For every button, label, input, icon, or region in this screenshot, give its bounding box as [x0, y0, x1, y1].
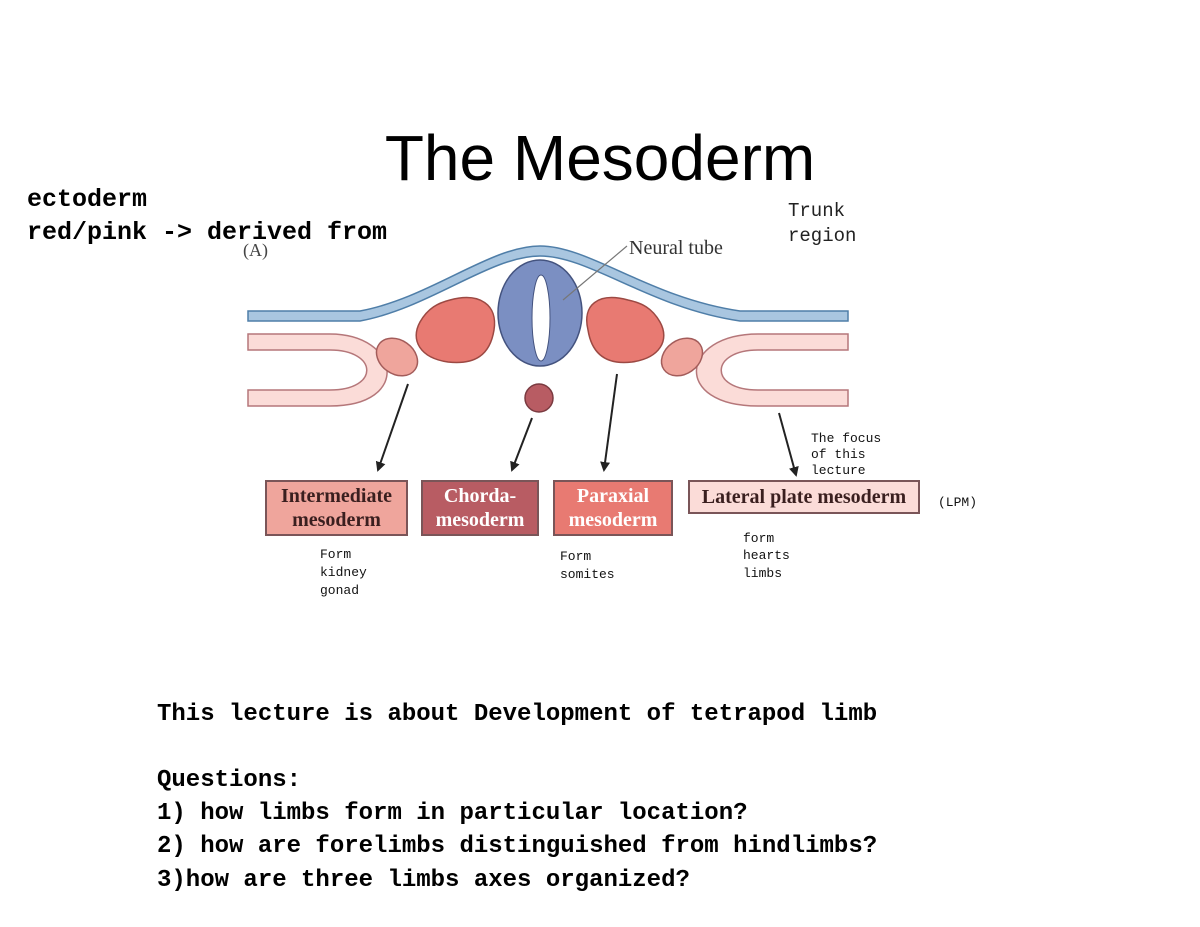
intermediate-box-line1: Intermediate	[280, 485, 393, 507]
paraxial-mesoderm-box: Paraxial mesoderm	[553, 480, 673, 536]
intermediate-form-line2: kidney	[320, 565, 367, 580]
lateral-form-line3: limbs	[743, 566, 783, 581]
intermediate-form-line1: Form	[320, 547, 352, 562]
note-ectoderm: ectoderm	[27, 185, 148, 214]
lateral-box-line1: Lateral plate mesoderm	[701, 486, 907, 508]
lateral-plate-right	[695, 333, 849, 407]
intermediate-mesoderm-left	[375, 337, 419, 377]
neural-tube-lumen	[531, 274, 551, 362]
trunk-note-line1: Trunk	[788, 200, 846, 222]
lpm-note: (LPM)	[938, 495, 978, 510]
focus-note-line1: The focus	[811, 431, 882, 446]
focus-note-line2: of this	[811, 447, 866, 462]
questions-heading: Questions:	[157, 767, 302, 794]
lateral-plate-left	[247, 333, 388, 407]
intermediate-mesoderm-box: Intermediate mesoderm	[265, 480, 408, 536]
paraxial-form-line2: somites	[560, 567, 615, 582]
ectoderm-layer	[247, 245, 849, 322]
intermediate-form-line3: gonad	[320, 583, 360, 598]
arrow-to-lateral	[778, 412, 799, 477]
paraxial-mesoderm-left	[415, 296, 496, 364]
trunk-note-line2: region	[788, 225, 857, 247]
notochord	[524, 383, 554, 413]
arrow-to-paraxial	[600, 373, 618, 472]
lateral-form-line1: form	[743, 531, 775, 546]
paraxial-form-line1: Form	[560, 549, 592, 564]
neural-tube-label: Neural tube	[629, 237, 723, 259]
intermediate-box-line2: mesoderm	[292, 509, 381, 531]
page-title: The Mesoderm	[384, 122, 816, 194]
lateral-plate-mesoderm-box: Lateral plate mesoderm	[688, 480, 920, 514]
chorda-mesoderm-box: Chorda- mesoderm	[421, 480, 539, 536]
neural-tube-leader	[562, 245, 628, 301]
paraxial-box-line2: mesoderm	[568, 509, 658, 531]
arrow-to-intermediate	[375, 383, 409, 472]
question-item: 3)how are three limbs axes organized?	[157, 867, 690, 894]
question-item: 1) how limbs form in particular location…	[157, 800, 748, 827]
chorda-box-line2: mesoderm	[435, 509, 525, 531]
question-item: 2) how are forelimbs distinguished from …	[157, 833, 878, 860]
intermediate-mesoderm-right	[660, 337, 704, 377]
panel-label: (A)	[243, 240, 268, 260]
paraxial-mesoderm-right	[586, 296, 665, 364]
arrow-to-chorda	[510, 417, 533, 472]
focus-note-line3: lecture	[811, 463, 866, 478]
lecture-intro: This lecture is about Development of tet…	[157, 701, 878, 728]
chorda-box-line1: Chorda-	[443, 485, 517, 507]
paraxial-box-line1: Paraxial	[576, 485, 650, 507]
lateral-form-line2: hearts	[743, 548, 790, 563]
note-derived-from: red/pink -> derived from	[27, 218, 388, 247]
